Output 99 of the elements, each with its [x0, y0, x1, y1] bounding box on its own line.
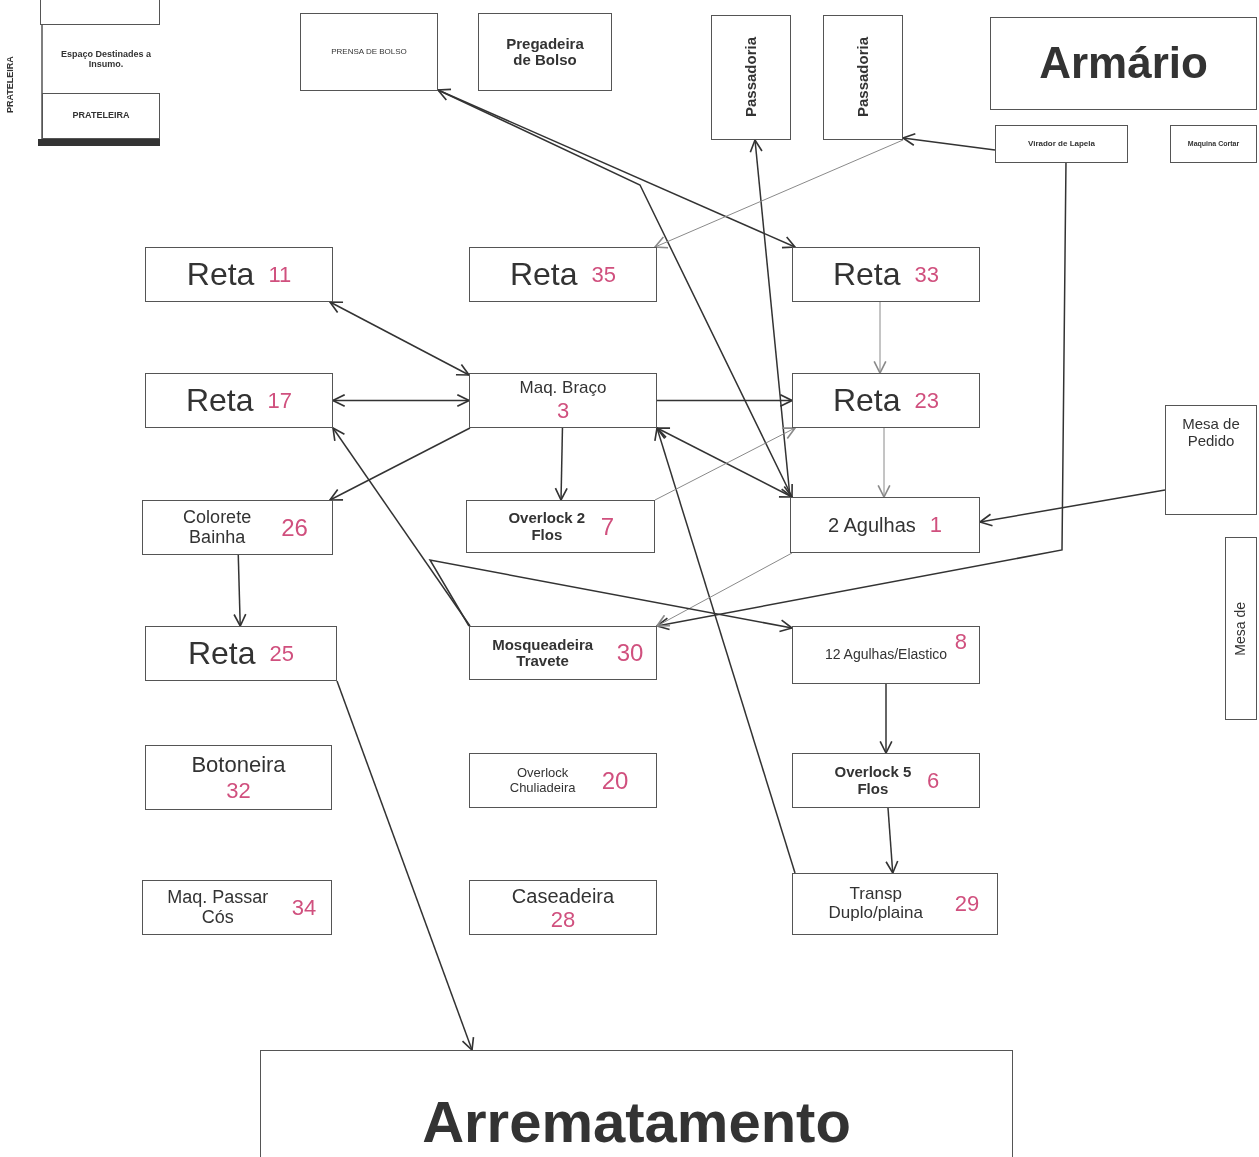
machine-name: Maq. Braço [519, 379, 607, 398]
station-box [142, 880, 332, 935]
station-number: 7 [600, 514, 615, 539]
station-number: 32 [226, 779, 251, 802]
machine-name: Reta [832, 382, 901, 419]
connector-arrow [902, 132, 996, 151]
connector-arrow [336, 680, 475, 1051]
station-box [1165, 405, 1257, 515]
station-box [469, 247, 657, 302]
connector-arrow [233, 554, 247, 627]
station-box [478, 13, 612, 91]
machine-name: Mesa de [1233, 601, 1249, 656]
machine-name: Arrematamento [422, 1090, 851, 1154]
station-box [145, 745, 332, 810]
station-box [469, 373, 657, 428]
station-number: 1 [929, 514, 943, 536]
station-box [469, 626, 657, 680]
station-box [145, 626, 337, 681]
station-number: 25 [269, 642, 295, 665]
station-number: 8 [954, 631, 967, 653]
station-box [145, 247, 333, 302]
machine-name: Maq. Passar Cós [166, 887, 270, 928]
station-box [823, 15, 903, 140]
station-box [792, 873, 998, 935]
machine-name: Passadoria [742, 37, 760, 118]
shelf-box [40, 0, 160, 25]
connector-arrow [428, 558, 793, 633]
machine-name: Mosqueadeira Travete [491, 636, 595, 670]
machine-name: Reta [832, 256, 901, 293]
connector-arrow [877, 427, 891, 498]
machine-name: Transp Duplo/plaina [827, 885, 924, 923]
connector-arrow [654, 139, 904, 249]
station-box [711, 15, 791, 140]
machine-name: Caseadeira [511, 884, 615, 907]
station-box [990, 17, 1257, 110]
area-label: Espaço Destinades a Insumo. [59, 50, 152, 70]
connector-arrow [654, 427, 796, 874]
station-box [469, 753, 657, 808]
machine-name: Virador de Lapela [1028, 139, 1095, 149]
station-number: 23 [914, 389, 940, 412]
connector-arrow [979, 489, 1166, 527]
station-box [792, 373, 980, 428]
station-number: 6 [926, 769, 940, 792]
machine-name: PRATELEIRA [72, 111, 130, 121]
connector-arrow [329, 427, 471, 501]
station-box [792, 247, 980, 302]
connector-arrow [437, 89, 793, 498]
connector-arrow [332, 393, 470, 408]
station-box [466, 500, 655, 553]
station-box [790, 497, 980, 553]
machine-name: Mesa de Pedido [1181, 416, 1241, 449]
machine-name: Reta [185, 382, 254, 419]
station-number: 11 [268, 263, 292, 286]
connector-arrow [873, 301, 887, 374]
machine-name: Colorete Bainha [182, 507, 253, 548]
machine-name: Armário [1039, 39, 1208, 88]
station-box [300, 13, 438, 91]
station-number: 35 [591, 263, 617, 286]
machine-name: Pregadeira de Bolso [505, 35, 585, 69]
machine-name: Reta [187, 635, 256, 672]
station-number: 30 [616, 641, 644, 665]
connector-arrow [554, 427, 568, 501]
station-box [145, 373, 333, 428]
station-number: 3 [556, 399, 570, 422]
station-box [260, 1050, 1013, 1157]
station-number: 20 [601, 768, 629, 793]
station-box [469, 880, 657, 935]
station-box [1170, 125, 1257, 163]
station-number: 33 [914, 263, 940, 286]
machine-name: Botoneira [191, 753, 286, 778]
machine-name: 12 Agulhas/Elastico [824, 647, 948, 663]
station-box [1225, 537, 1257, 720]
connector-arrow [879, 683, 893, 754]
station-box [142, 500, 333, 555]
machine-name: PRENSA DE BOLSO [331, 47, 407, 57]
station-number: 17 [267, 389, 293, 412]
station-box [792, 753, 980, 808]
machine-name: Reta [509, 256, 578, 293]
connector-arrow [656, 393, 793, 408]
connector-arrow [885, 807, 899, 874]
connector-arrow [749, 139, 791, 498]
machine-name: Overlock 5 Flos [833, 764, 913, 797]
machine-name: Overlock Chuliadeira [508, 766, 577, 795]
station-box [792, 626, 980, 684]
machine-name: Overlock 2 Flos [507, 510, 587, 543]
station-box [42, 93, 160, 139]
machine-name: 2 Agulhas [827, 514, 916, 536]
connector-arrow [656, 552, 793, 627]
connector-arrow [437, 88, 796, 249]
station-number: 28 [550, 908, 576, 931]
station-number: 29 [954, 893, 980, 915]
connector-arrow [332, 427, 471, 627]
station-number: 34 [291, 896, 317, 919]
station-number: 26 [281, 515, 308, 540]
station-box [995, 125, 1128, 163]
shelf-label: PRATELEIRA [6, 55, 16, 116]
machine-name: Passadoria [854, 37, 872, 118]
machine-name: Reta [186, 256, 255, 293]
connector-arrow [329, 301, 470, 376]
